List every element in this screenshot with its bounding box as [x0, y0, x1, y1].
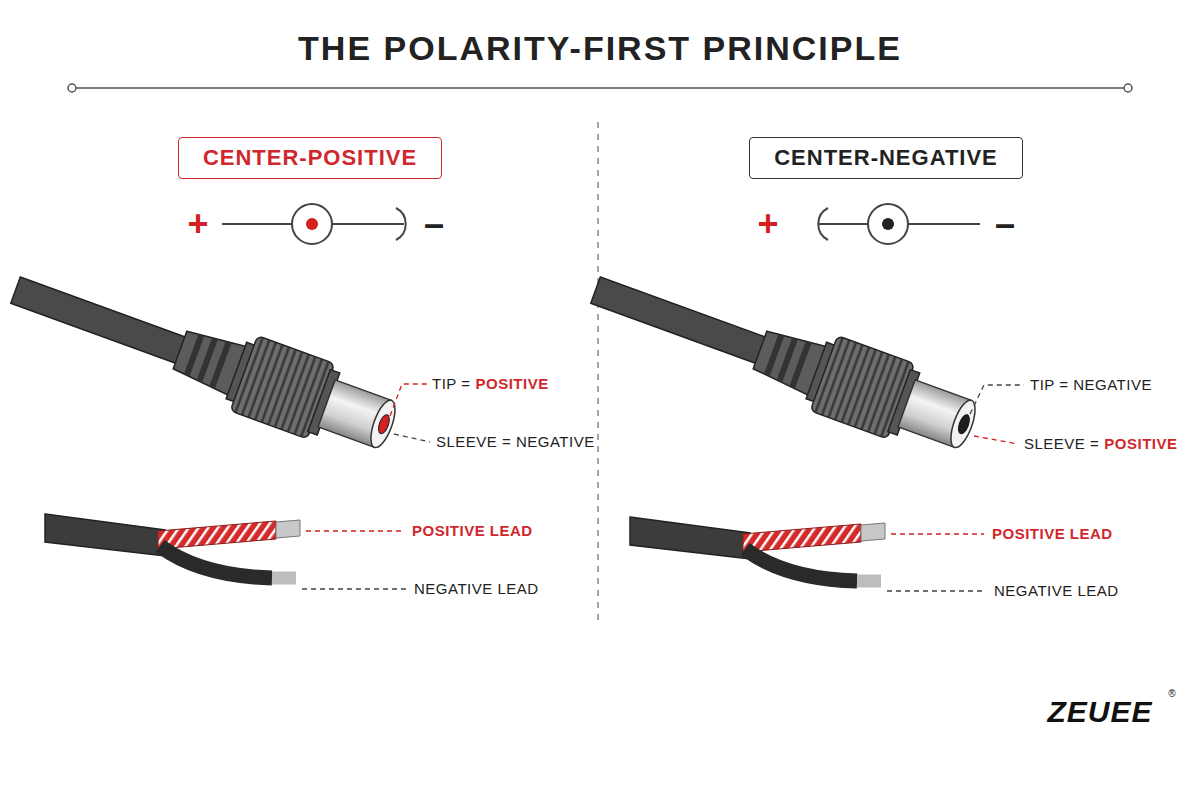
part-label: SLEEVE = — [1024, 435, 1099, 452]
wire-pair — [630, 517, 750, 559]
leader-line — [390, 384, 428, 416]
leader-line — [306, 530, 404, 531]
title: THE POLARITY-FIRST PRINCIPLE — [298, 29, 902, 68]
label-box: CENTER-POSITIVE — [178, 137, 442, 179]
polarity-symbol — [819, 223, 868, 225]
part-label: TIP = — [432, 375, 471, 392]
wire-pair — [743, 524, 861, 552]
polarity-sign: + — [757, 203, 778, 244]
box-title: CENTER-NEGATIVE — [774, 145, 998, 171]
box-title: CENTER-POSITIVE — [203, 145, 417, 171]
leader-line — [974, 436, 1018, 444]
divider-line — [598, 122, 599, 620]
wire-label: POSITIVE LEAD — [412, 522, 533, 539]
dc-plug — [582, 253, 985, 465]
leader-line — [302, 588, 406, 589]
leader-line — [891, 533, 984, 534]
dc-plug — [789, 341, 811, 388]
wire-pair — [861, 523, 885, 541]
polarity-sign: – — [424, 203, 444, 244]
dc-plug — [11, 277, 194, 367]
title-rule — [68, 84, 76, 92]
brand-logo: ZEUEE — [1047, 695, 1152, 730]
dc-plug — [2, 253, 405, 465]
wire-label: NEGATIVE LEAD — [994, 582, 1119, 599]
leader-line — [302, 531, 986, 591]
polarity-symbol — [292, 204, 332, 244]
polarity-symbol — [332, 223, 404, 225]
part-label: POSITIVE — [476, 375, 549, 392]
wire-pair — [158, 521, 276, 549]
title-rule — [68, 84, 1132, 92]
wire-pair — [857, 575, 881, 588]
part-label: POSITIVE — [1104, 435, 1177, 452]
polarity-symbol — [306, 218, 318, 230]
leader-line — [394, 434, 430, 442]
dc-plug — [209, 341, 231, 388]
polarity-symbol — [868, 204, 908, 244]
polarity-symbol — [818, 204, 980, 244]
part-label: SLEEVE = NEGATIVE — [436, 433, 595, 450]
dc-plug — [591, 277, 774, 367]
polarity-symbol — [908, 223, 980, 225]
title-rule — [1124, 84, 1132, 92]
wire-label: POSITIVE LEAD — [992, 525, 1113, 542]
trademark-mark: ® — [1168, 688, 1175, 700]
wire-pair — [630, 517, 885, 581]
polarity-sign: + — [187, 203, 208, 244]
wire-pair — [45, 514, 165, 556]
dc-plug — [366, 397, 400, 450]
polarity-symbol — [222, 223, 292, 225]
leader-line — [970, 385, 1024, 414]
label-box: CENTER-NEGATIVE — [749, 137, 1023, 179]
dc-plug — [376, 413, 391, 435]
wire-pair — [745, 549, 857, 581]
divider-line — [597, 122, 599, 620]
wire-pair — [160, 546, 272, 578]
polarity-symbol — [396, 208, 406, 240]
wire-pair — [276, 520, 300, 538]
part-label: TIP = NEGATIVE — [1030, 376, 1152, 393]
polarity-symbol — [882, 218, 894, 230]
wire-pair — [272, 572, 296, 585]
polarity-symbol — [222, 204, 406, 244]
wire-pair — [45, 514, 300, 578]
title-rule — [76, 87, 1124, 89]
dc-plug — [956, 413, 971, 435]
polarity-sign: – — [995, 203, 1015, 244]
leader-line — [887, 590, 986, 591]
wire-label: NEGATIVE LEAD — [414, 580, 539, 597]
